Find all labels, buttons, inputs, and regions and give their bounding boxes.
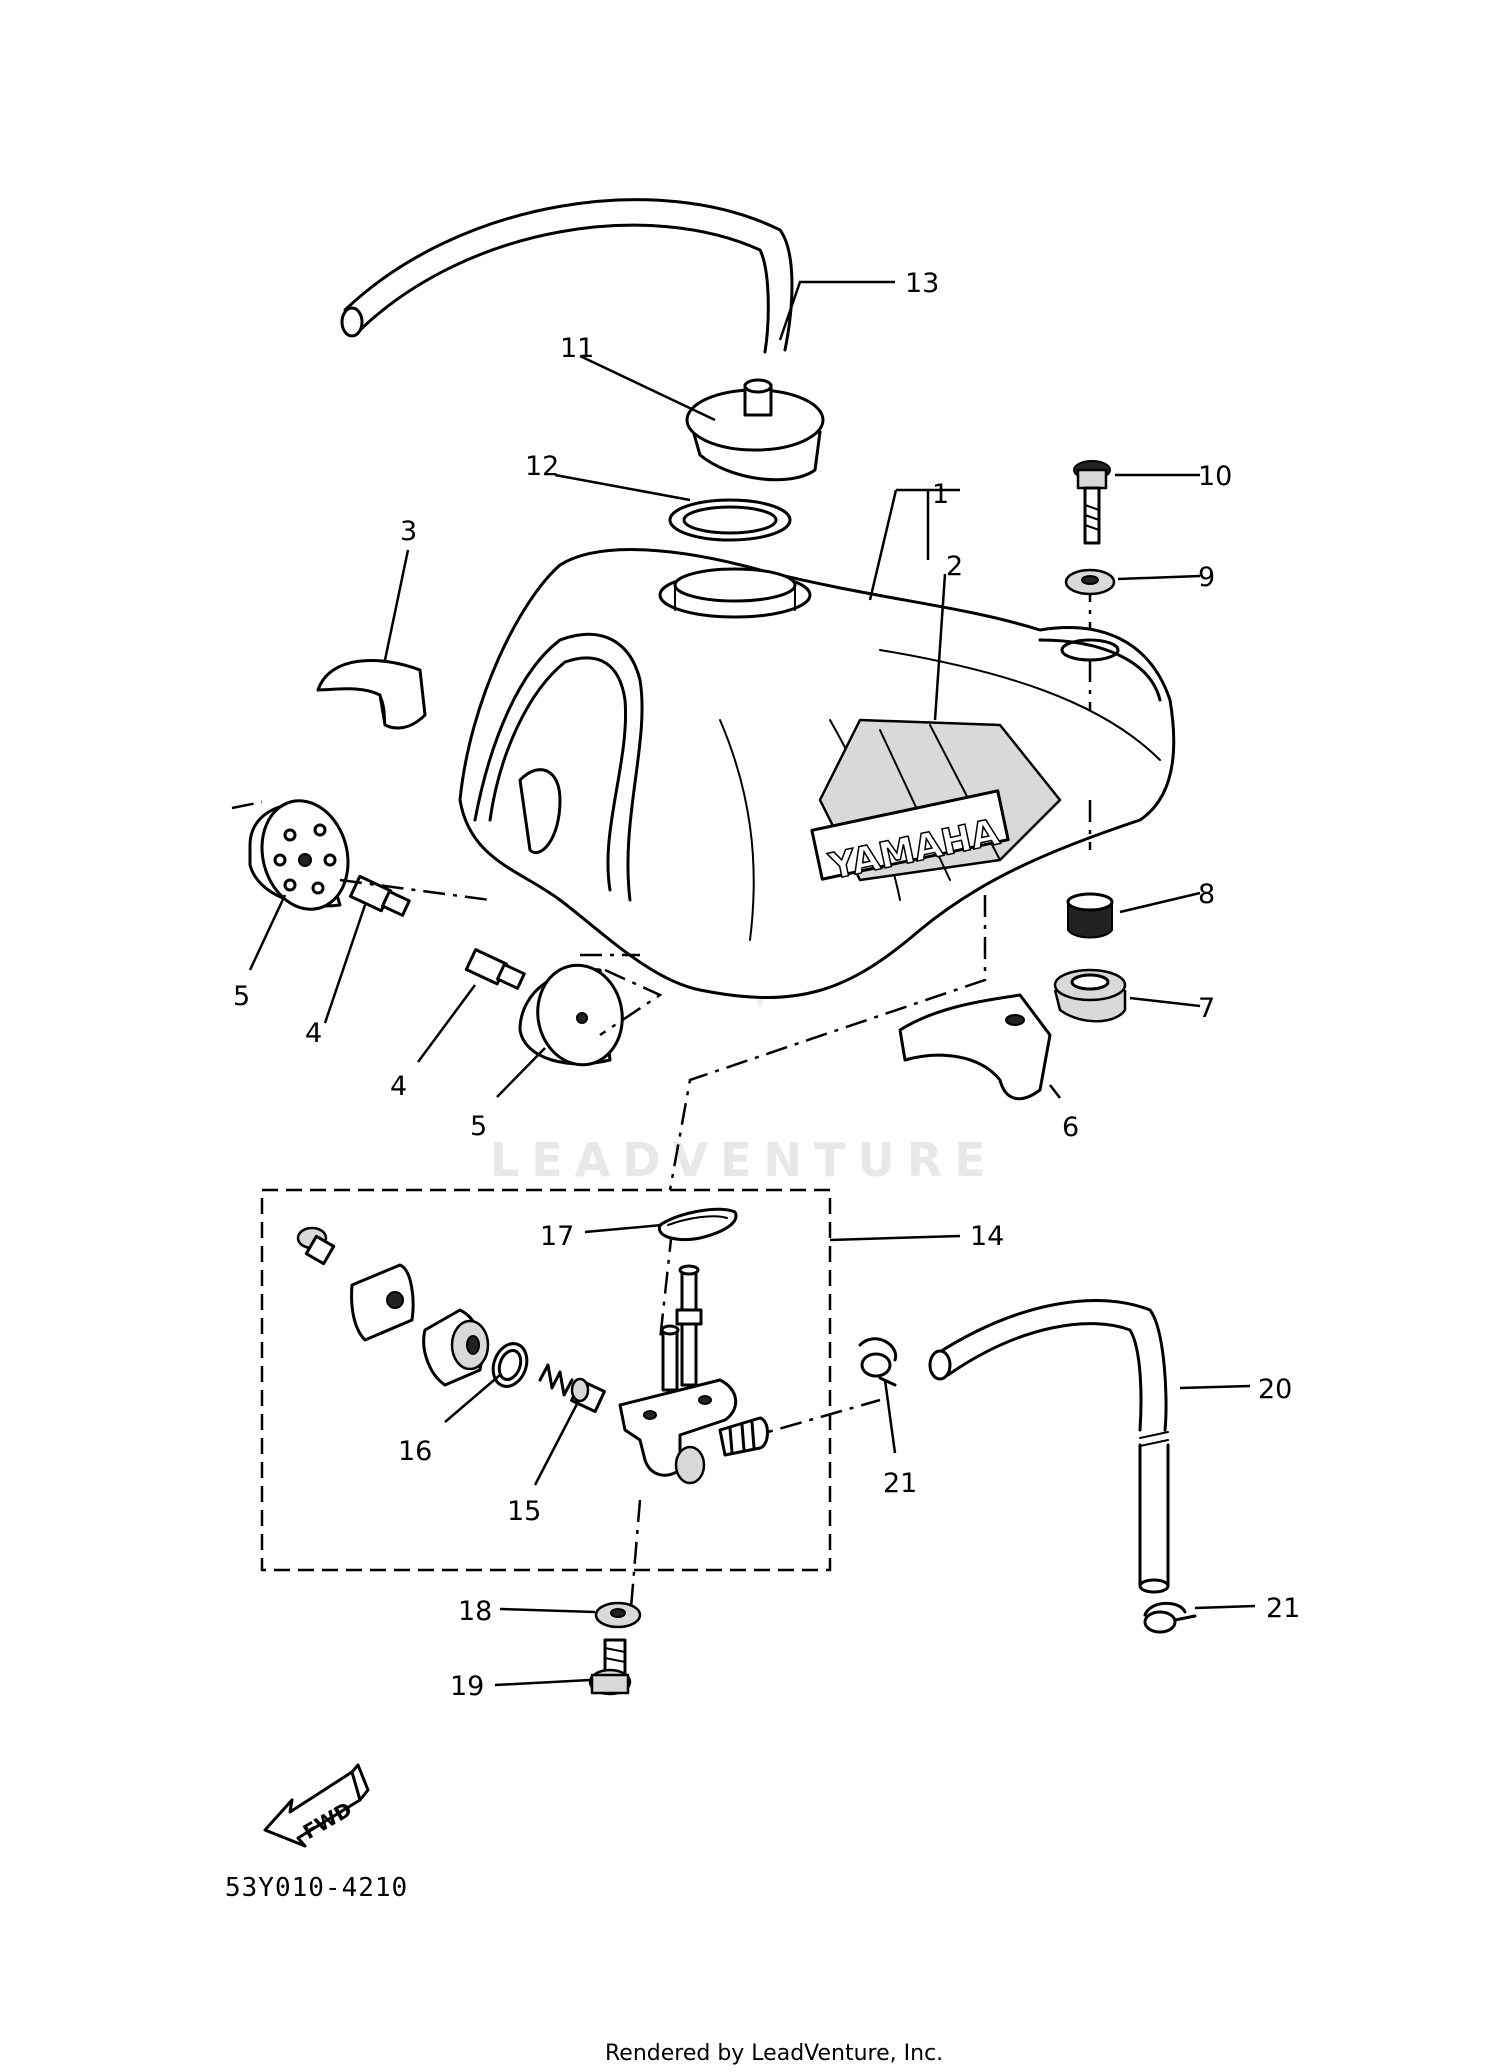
fuel-cock-plate: [350, 1263, 415, 1342]
part-18-washer: [594, 1601, 642, 1629]
fwd-arrow: FWD: [263, 1763, 370, 1848]
fuel-cock-body: [618, 1264, 769, 1485]
part-21-hose-clip-upper: [858, 1337, 898, 1387]
callout-4-lower: 4: [390, 1071, 407, 1102]
callout-4-upper: 4: [305, 1018, 322, 1049]
part-17-gasket: [657, 1207, 738, 1241]
part-12-cap-gasket: [668, 498, 792, 542]
callout-2: 2: [946, 551, 963, 582]
part-15-packing: [570, 1377, 606, 1413]
part-1-fuel-tank: [458, 548, 1176, 999]
callout-5-lower: 5: [470, 1111, 487, 1142]
callout-6: 6: [1062, 1112, 1079, 1143]
diagram-code: 53Y010-4210: [225, 1873, 408, 1903]
part-4-collar-upper: [348, 874, 411, 917]
callout-8: 8: [1198, 879, 1215, 910]
callout-21-upper: 21: [883, 1468, 917, 1499]
part-16-o-ring: [491, 1342, 529, 1388]
callout-3: 3: [400, 516, 417, 547]
callout-7: 7: [1198, 993, 1215, 1024]
part-21-hose-clip-lower: [1143, 1601, 1197, 1634]
part-8-collar: [1066, 892, 1114, 939]
callout-14: 14: [970, 1221, 1004, 1252]
fuel-cock-lever: [422, 1308, 490, 1387]
part-3-damper: [316, 659, 427, 730]
callout-1: 1: [932, 479, 949, 510]
callout-16: 16: [398, 1436, 432, 1467]
part-20-fuel-hose: [928, 1298, 1170, 1594]
leader-lines: [248, 280, 1256, 1687]
watermark-text: LEADVENTURE: [490, 1133, 998, 1187]
callout-5-upper: 5: [233, 981, 250, 1012]
part-19-bolt: [588, 1638, 632, 1696]
fuel-cock-spring: [538, 1363, 574, 1397]
part-13-breather-hose: [340, 198, 794, 354]
callouts: 1 2 3 4 4 5 5 6 7 8 9 10 11 12 13 14 15 …: [233, 268, 1300, 1702]
part-10-bolt: [1073, 460, 1111, 545]
callout-15: 15: [507, 1496, 541, 1527]
callout-9: 9: [1198, 562, 1215, 593]
callout-13: 13: [905, 268, 939, 299]
callout-17: 17: [540, 1221, 574, 1252]
part-11-fuel-cap: [685, 378, 825, 482]
callout-18: 18: [458, 1596, 492, 1627]
callout-20: 20: [1258, 1374, 1292, 1405]
assembly-guide-lines: [231, 580, 1092, 1621]
part-9-washer: [1064, 568, 1116, 596]
part-7-grommet: [1053, 968, 1127, 1023]
part-14-fuel-cock-assembly: [260, 1188, 832, 1572]
part-5-damper-lower: [518, 963, 624, 1067]
part-6-front-damper: [898, 993, 1052, 1101]
render-credit: Rendered by LeadVenture, Inc.: [605, 2041, 943, 2066]
part-5-damper-left: [248, 799, 350, 911]
callout-12: 12: [525, 451, 559, 482]
fuel-cock-screw: [296, 1226, 336, 1266]
callout-21-lower: 21: [1266, 1593, 1300, 1624]
callout-19: 19: [450, 1671, 484, 1702]
callout-11: 11: [560, 333, 594, 364]
part-4-collar-lower: [464, 948, 526, 990]
callout-10: 10: [1198, 461, 1232, 492]
